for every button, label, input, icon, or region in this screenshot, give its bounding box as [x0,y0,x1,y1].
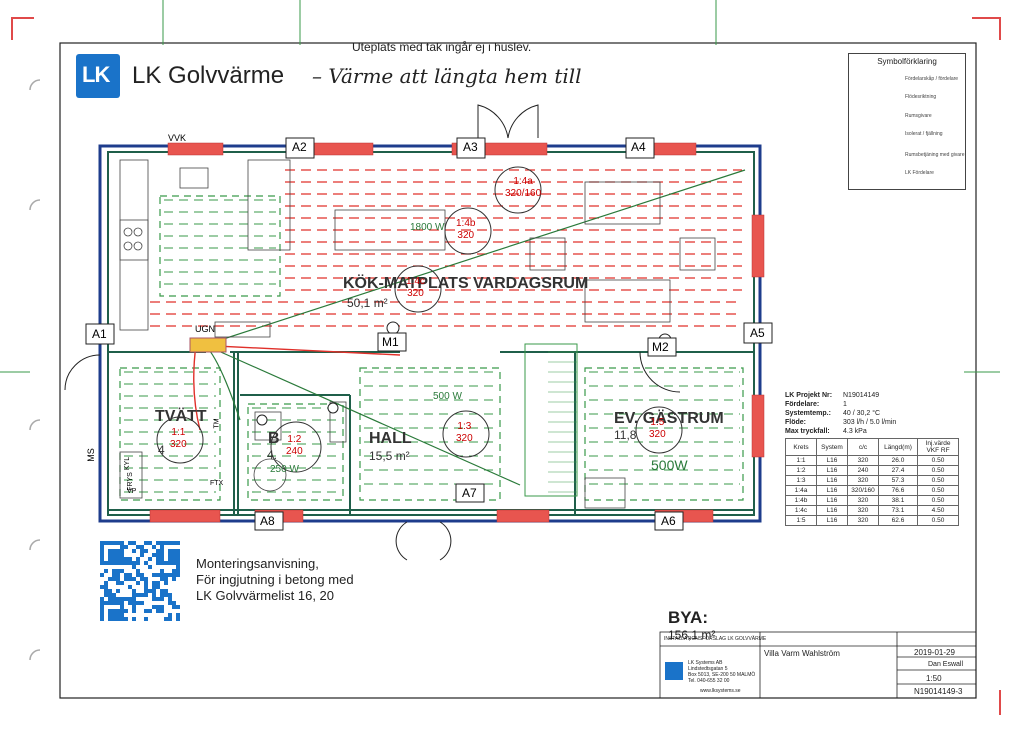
marker-kyl: KYL [124,456,132,471]
drawing-date: 2019-01-29 [914,648,955,657]
room-kitchen-living: KÖK-MATPLATS VARDAGSRUM [343,275,589,292]
company-website: www.lksystems.se [700,688,741,694]
legend-row: Isolerat / fjällning [905,131,943,137]
room-laundry-area: 4 [158,443,165,457]
room-bath: B [268,430,280,447]
marker-tm: TM [213,418,221,429]
document-number: N19014149-3 [914,687,963,696]
title-block-header: INSTALLATIONSFÖRSLAG LK GOLVVÄRME [664,636,767,642]
bya-value: 156,1 m² [668,628,716,642]
room-laundry: TVÄTT [155,408,207,425]
room-guest-area: 11,8 [614,428,637,442]
lk-logo [76,54,120,98]
marker-a7: A7 [462,486,477,500]
marker-ugn: UGN [195,324,215,334]
qr-code [98,540,180,622]
marker-a6: A6 [661,514,676,528]
circuit-table: Krets System c/c Längd(m) Inj.värde VKF … [785,438,959,526]
project-info: LK Projekt Nr:N19014149 Fördelare:1 Syst… [785,392,897,435]
marker-a1: A1 [92,327,107,341]
power-note: 250 W [270,464,299,475]
room-guest: EV. GÄSTRUM [614,410,724,427]
legend-row: Fördelarskåp / fördelare [905,76,959,82]
outdoor-note: Uteplats med tak ingår ej i huslev. [352,40,532,54]
marker-a2: A2 [292,140,307,154]
brand-name: LK Golvvärme [132,62,285,89]
power-note: 500 W [433,391,462,402]
marker-m2: M2 [652,340,669,354]
legend-row: Rumsgivare [905,113,932,119]
brand-slogan: – Värme att längta hem till [312,64,582,88]
bya-label: BYA: [668,608,708,627]
legend-row: Rumsbetjäning med givare [905,152,965,158]
marker-a4: A4 [631,140,646,154]
room-hall: HALL [369,430,412,447]
drawing-scale: 1:50 [926,674,942,683]
room-kitchen-area: 50,1 m² [347,296,388,310]
legend-row: Flödesriktning [905,94,937,100]
drawn-by: Dan Eswall [928,661,964,668]
marker-m1: M1 [382,335,399,349]
marker-ftx: FTX [210,480,224,487]
legend-title: Symbolförklaring [877,57,937,66]
marker-vvk: VVK [168,133,187,143]
marker-a5: A5 [750,326,765,340]
marker-a3: A3 [463,140,478,154]
room-hall-area: 15,5 m² [369,449,410,463]
room-bath-area: 4. [267,448,278,462]
mounting-instructions: Monteringsanvisning, För ingjutning i be… [196,556,354,603]
marker-ms: MS [85,448,96,462]
marker-vp: VP [127,488,137,495]
symbol-legend: Symbolförklaring Fördelarskåp / fördelar… [848,53,966,190]
project-name: Villa Varm Wahlström [764,649,840,658]
power-note: 500W [651,457,688,473]
company-info: LK Systems AB Lindstedtsgatan 5 Box 5013… [688,660,756,684]
marker-a8: A8 [260,514,275,528]
legend-row: LK Fördelare [905,170,934,176]
power-note: 1800 W [410,222,445,233]
